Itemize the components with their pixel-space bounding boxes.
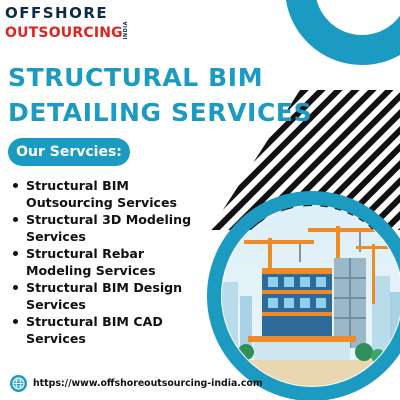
services-heading-pill: Our Servcies: [8, 138, 130, 166]
list-item: Structural Rebar Modeling Services [12, 245, 212, 279]
services-heading: Our Servcies: [16, 144, 122, 160]
page-title: STRUCTURAL BIM DETAILING SERVICES [8, 60, 313, 130]
globe-icon [10, 375, 27, 392]
list-item: Structural BIM Outsourcing Services [12, 177, 212, 211]
top-right-ring [285, 0, 400, 65]
logo-bottom-row: OUTSOURCING INDIA [5, 21, 129, 40]
list-item: Structural BIM Design Services [12, 279, 212, 313]
company-logo: OFFSHORE OUTSOURCING INDIA [5, 4, 129, 41]
building-illustration [222, 206, 400, 386]
footer: https://www.offshoreoutsourcing-india.co… [10, 375, 263, 392]
list-item: Structural 3D Modeling Services [12, 211, 212, 245]
logo-main-text: OUTSOURCING [5, 25, 123, 42]
title-line-1: STRUCTURAL BIM [8, 63, 264, 92]
illustration-ring [207, 191, 400, 400]
website-link[interactable]: https://www.offshoreoutsourcing-india.co… [33, 378, 263, 389]
title-line-2: DETAILING SERVICES [8, 98, 313, 127]
list-item: Structural BIM CAD Services [12, 313, 212, 347]
services-list: Structural BIM Outsourcing Services Stru… [12, 177, 212, 347]
logo-tag-text: INDIA [122, 21, 129, 40]
logo-top-text: OFFSHORE [5, 4, 109, 22]
